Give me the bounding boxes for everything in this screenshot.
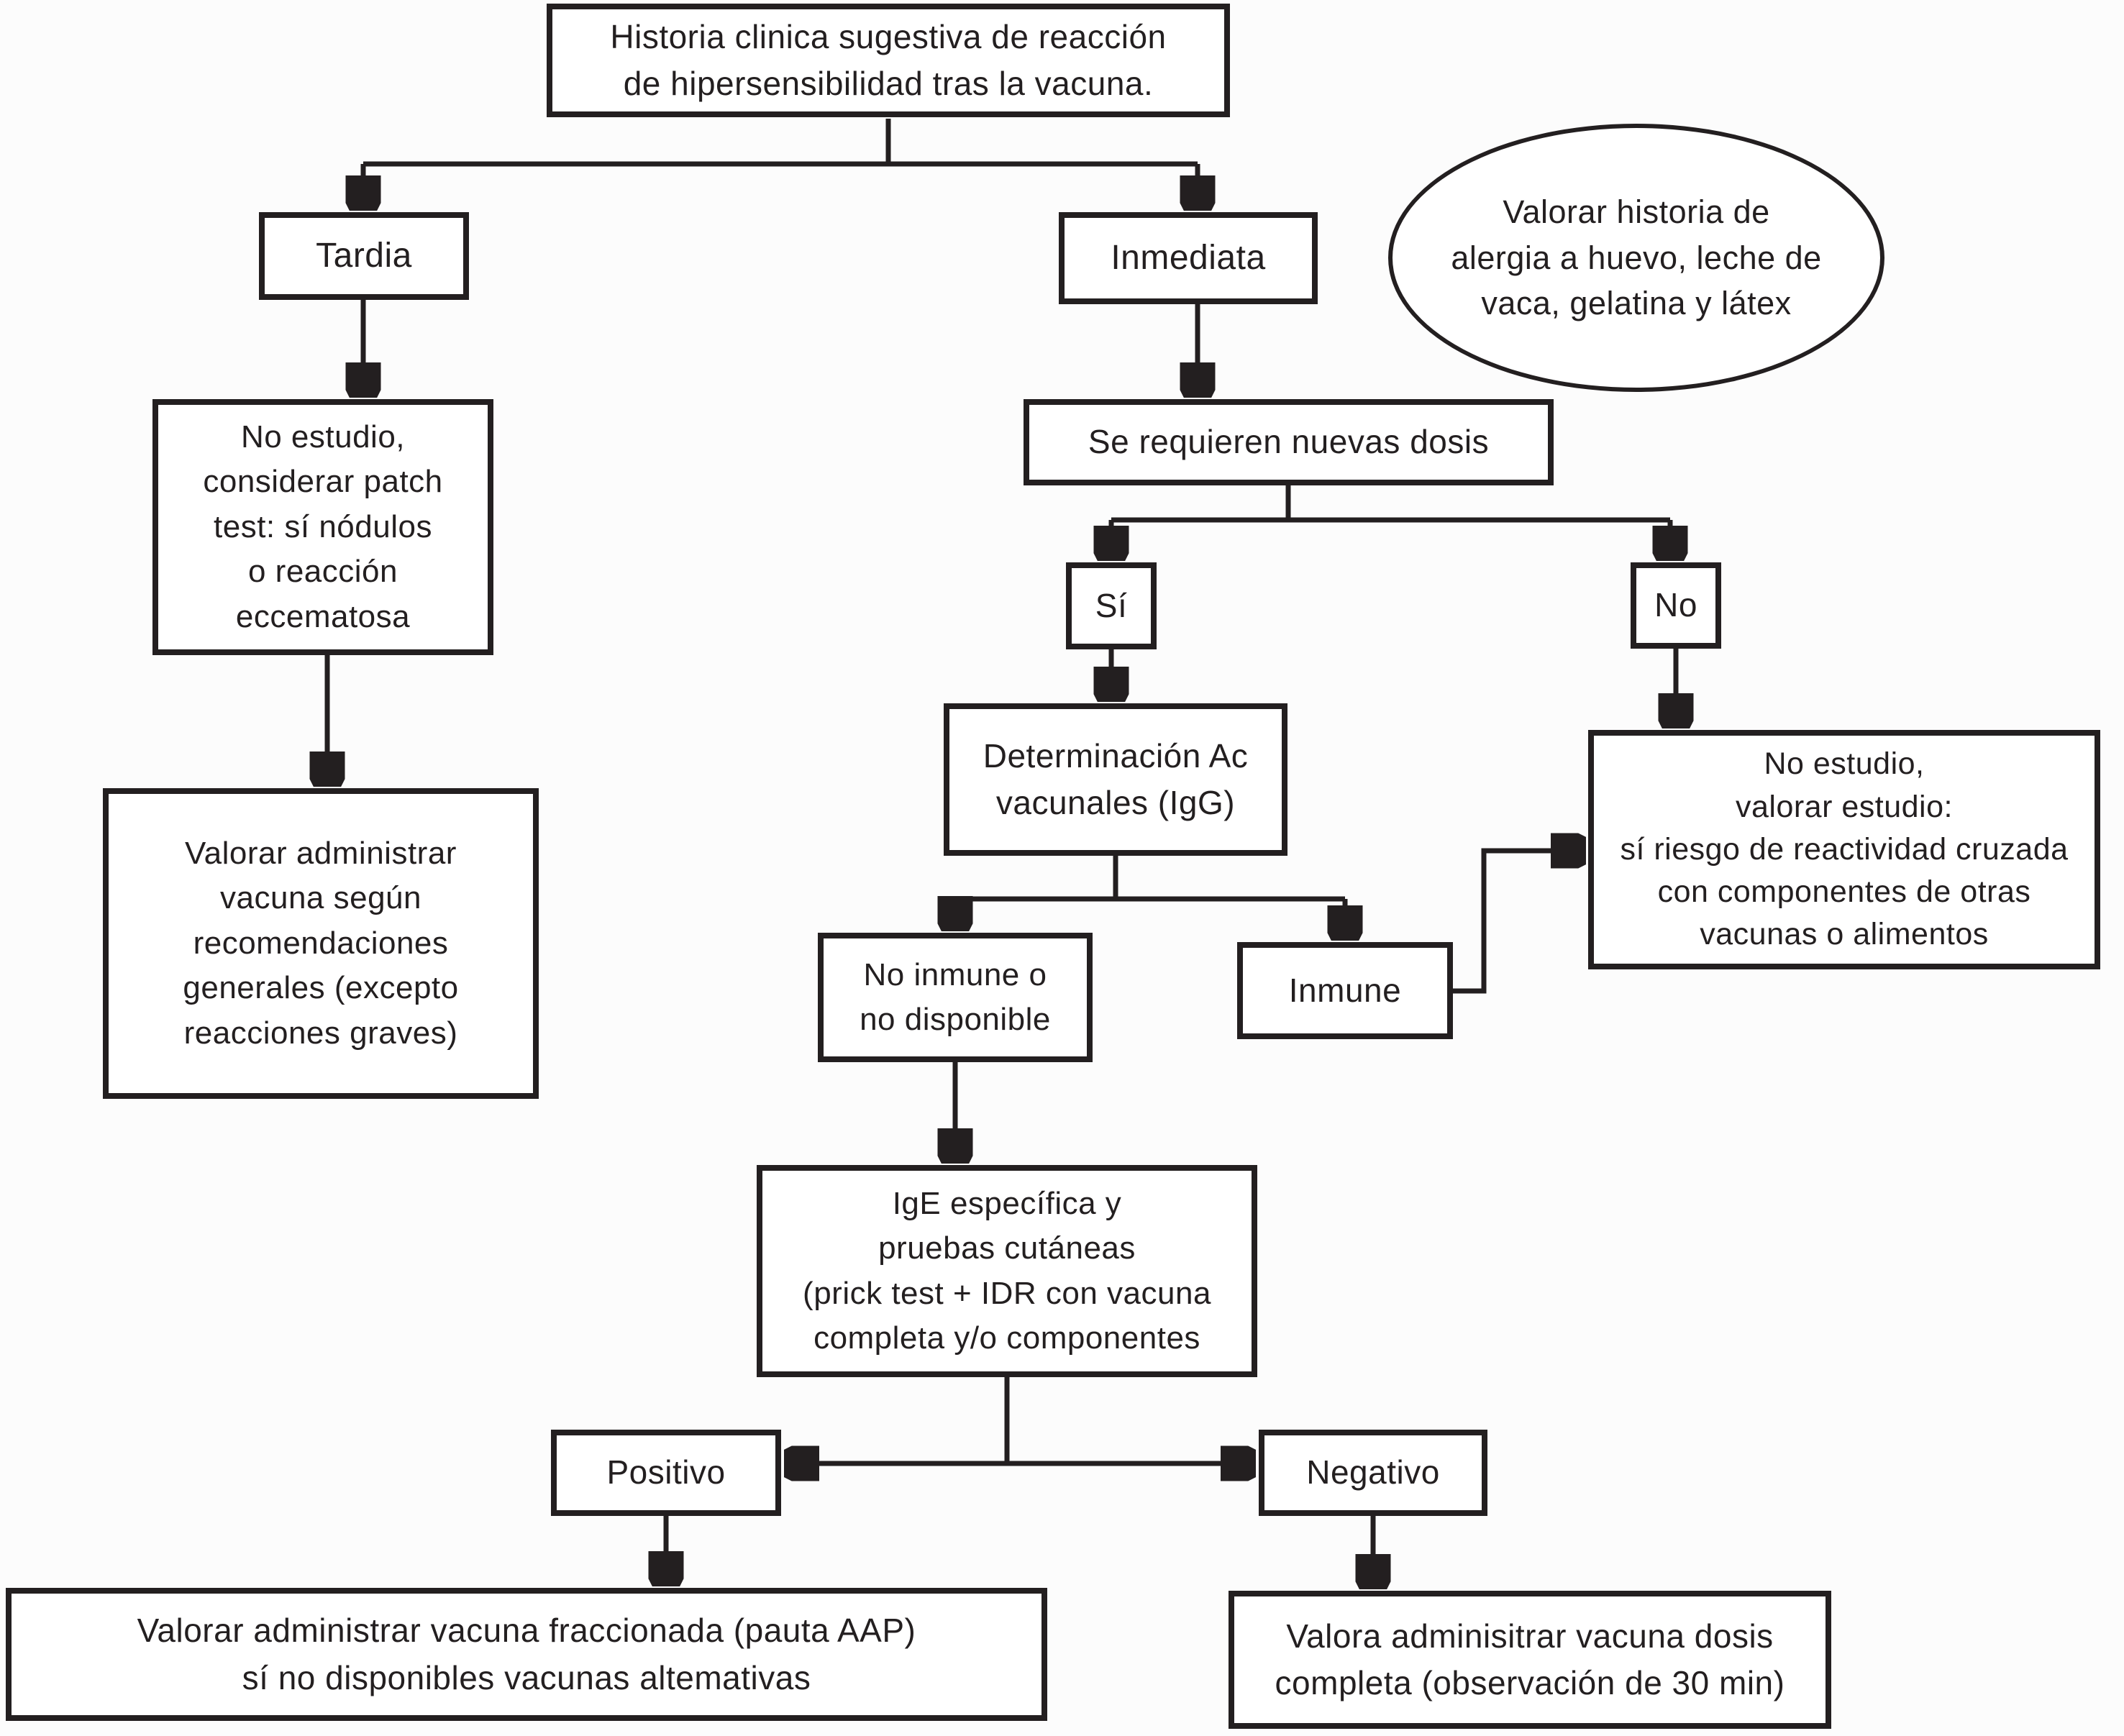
node-no: No — [1631, 562, 1721, 649]
node-valorar-vacuna-dosis-completa: Valora adminisitrar vacuna dosis complet… — [1229, 1591, 1831, 1729]
node-si: Sí — [1066, 562, 1157, 649]
node-determinacion-ac-vacunales: Determinación Ac vacunales (IgG) — [944, 703, 1287, 856]
node-ige-especifica-pruebas-cutaneas: IgE específica y pruebas cutáneas (prick… — [757, 1165, 1257, 1377]
node-no-estudio-patch-test: No estudio, considerar patch test: sí nó… — [152, 399, 493, 655]
node-negativo: Negativo — [1259, 1430, 1487, 1516]
node-valorar-vacuna-fraccionada: Valorar administrar vacuna fraccionada (… — [6, 1588, 1047, 1721]
node-inmune: Inmune — [1237, 942, 1453, 1039]
node-no-estudio-valorar-reactividad: No estudio, valorar estudio: sí riesgo d… — [1588, 730, 2100, 969]
node-tardia: Tardia — [259, 212, 469, 300]
node-valorar-historia-alergia: Valorar historia de alergia a huevo, lec… — [1388, 124, 1884, 392]
node-se-requieren-nuevas-dosis: Se requieren nuevas dosis — [1024, 399, 1554, 485]
connector-inmune-bigright — [1453, 851, 1582, 994]
node-valorar-administrar-recomendaciones: Valorar administrar vacuna según recomen… — [103, 788, 539, 1099]
node-no-inmune-no-disponible: No inmune o no disponible — [818, 933, 1093, 1062]
node-historia-clinica: Historia clinica sugestiva de reacción d… — [547, 4, 1230, 117]
node-inmediata: Inmediata — [1059, 212, 1318, 304]
node-positivo: Positivo — [551, 1430, 781, 1516]
